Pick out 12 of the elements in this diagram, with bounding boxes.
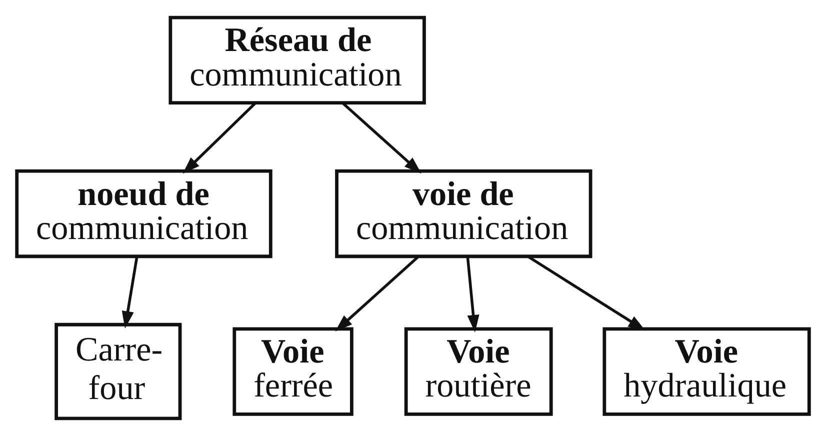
node-box: Réseau de communication: [168, 15, 426, 104]
arrow: [466, 256, 480, 332]
arrow: [122, 256, 138, 328]
node-box: Carre- four: [54, 322, 182, 420]
node-box: Voie ferrée: [232, 326, 354, 416]
node-box: Voie routière: [404, 326, 553, 416]
arrow: [335, 255, 419, 331]
node-box: voie de communication: [335, 168, 592, 258]
node-box: Voie hydraulique: [602, 326, 811, 416]
node-box: noeud de communication: [15, 168, 272, 258]
arrow: [342, 102, 422, 174]
arrow: [182, 102, 256, 174]
